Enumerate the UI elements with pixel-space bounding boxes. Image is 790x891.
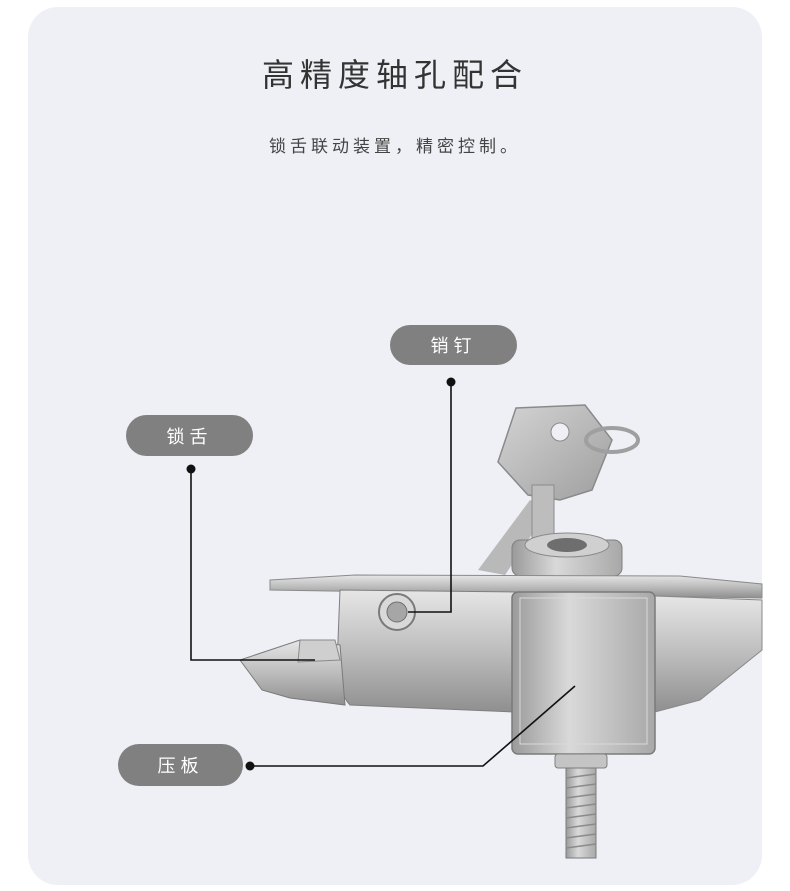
tongue-leader-line <box>190 469 315 661</box>
tongue-leader-dot <box>186 464 196 474</box>
plate-leader-line <box>250 685 576 767</box>
threaded-bolt <box>554 753 608 859</box>
callout-tongue-label: 锁舌 <box>126 415 253 456</box>
pressure-plate <box>511 591 656 755</box>
plate-leader-dot <box>245 761 255 771</box>
pin-leader-line <box>408 382 452 613</box>
callout-pin-label: 销钉 <box>390 325 517 365</box>
pin-leader-dot <box>446 377 456 387</box>
page-title: 高精度轴孔配合 <box>261 56 528 94</box>
latch-tongue <box>239 639 346 706</box>
callout-plate-label: 压板 <box>118 744 243 786</box>
page-subtitle: 锁舌联动装置，精密控制。 <box>269 137 521 157</box>
key <box>478 404 640 575</box>
lock-cylinder <box>511 532 623 577</box>
